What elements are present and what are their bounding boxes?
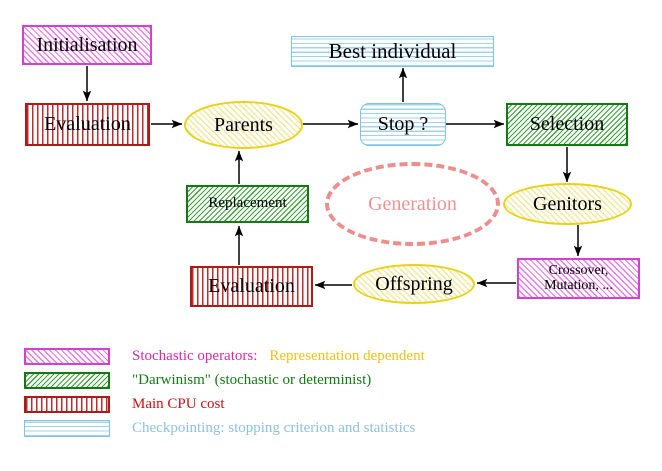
legend-swatch-green-diagonal-hatch [24,372,110,389]
node-stop-label: Stop ? [377,113,429,135]
node-best-individual[interactable]: Best individual [291,36,494,67]
node-evaluation-top[interactable]: Evaluation [25,103,150,146]
legend-row-cpu-cost: Main CPU cost [24,396,225,413]
legend-text-stochastic: Stochastic operators: Representation depe… [132,348,425,365]
generation-label: Generation [368,192,457,215]
node-crossover-mutation-label: Crossover, Mutation, ... [544,262,613,293]
legend-text-darwinism: "Darwinism" (stochastic or determinist) [132,372,372,388]
legend-row-stochastic: Stochastic operators: Representation depe… [24,348,425,365]
node-initialisation[interactable]: Initialisation [22,25,152,65]
generation-cycle-label: Generation [325,162,500,246]
node-initialisation-label: Initialisation [36,33,138,56]
node-crossover-mutation[interactable]: Crossover, Mutation, ... [517,258,640,299]
node-best-individual-label: Best individual [328,39,457,64]
node-evaluation-bottom[interactable]: Evaluation [190,266,313,307]
node-genitors[interactable]: Genitors [503,183,632,225]
node-replacement[interactable]: Replacement [186,185,309,223]
legend-text-cpu-cost: Main CPU cost [132,396,225,412]
legend-swatch-blue-horizontal-stripes [24,420,110,437]
node-evaluation-bottom-label: Evaluation [208,275,295,297]
legend-text-stochastic-secondary: Representation dependent [269,348,425,364]
node-offspring[interactable]: Offspring [353,264,475,304]
node-parents[interactable]: Parents [184,101,303,149]
node-stop[interactable]: Stop ? [360,103,446,146]
legend-text-stochastic-primary: Stochastic operators: [132,348,258,364]
node-selection-label: Selection [529,113,605,135]
legend-row-checkpointing: Checkpointing: stopping criterion and st… [24,420,415,437]
node-genitors-label: Genitors [533,192,602,215]
legend-swatch-magenta-diagonal-hatch [24,348,110,365]
legend-swatch-red-vertical-stripes [24,396,110,413]
node-selection[interactable]: Selection [506,103,628,146]
legend-text-checkpointing: Checkpointing: stopping criterion and st… [132,420,416,436]
node-evaluation-top-label: Evaluation [44,113,131,135]
node-parents-label: Parents [214,113,273,136]
legend-row-darwinism: "Darwinism" (stochastic or determinist) [24,372,371,389]
node-replacement-label: Replacement [208,195,287,212]
node-offspring-label: Offspring [375,272,453,295]
